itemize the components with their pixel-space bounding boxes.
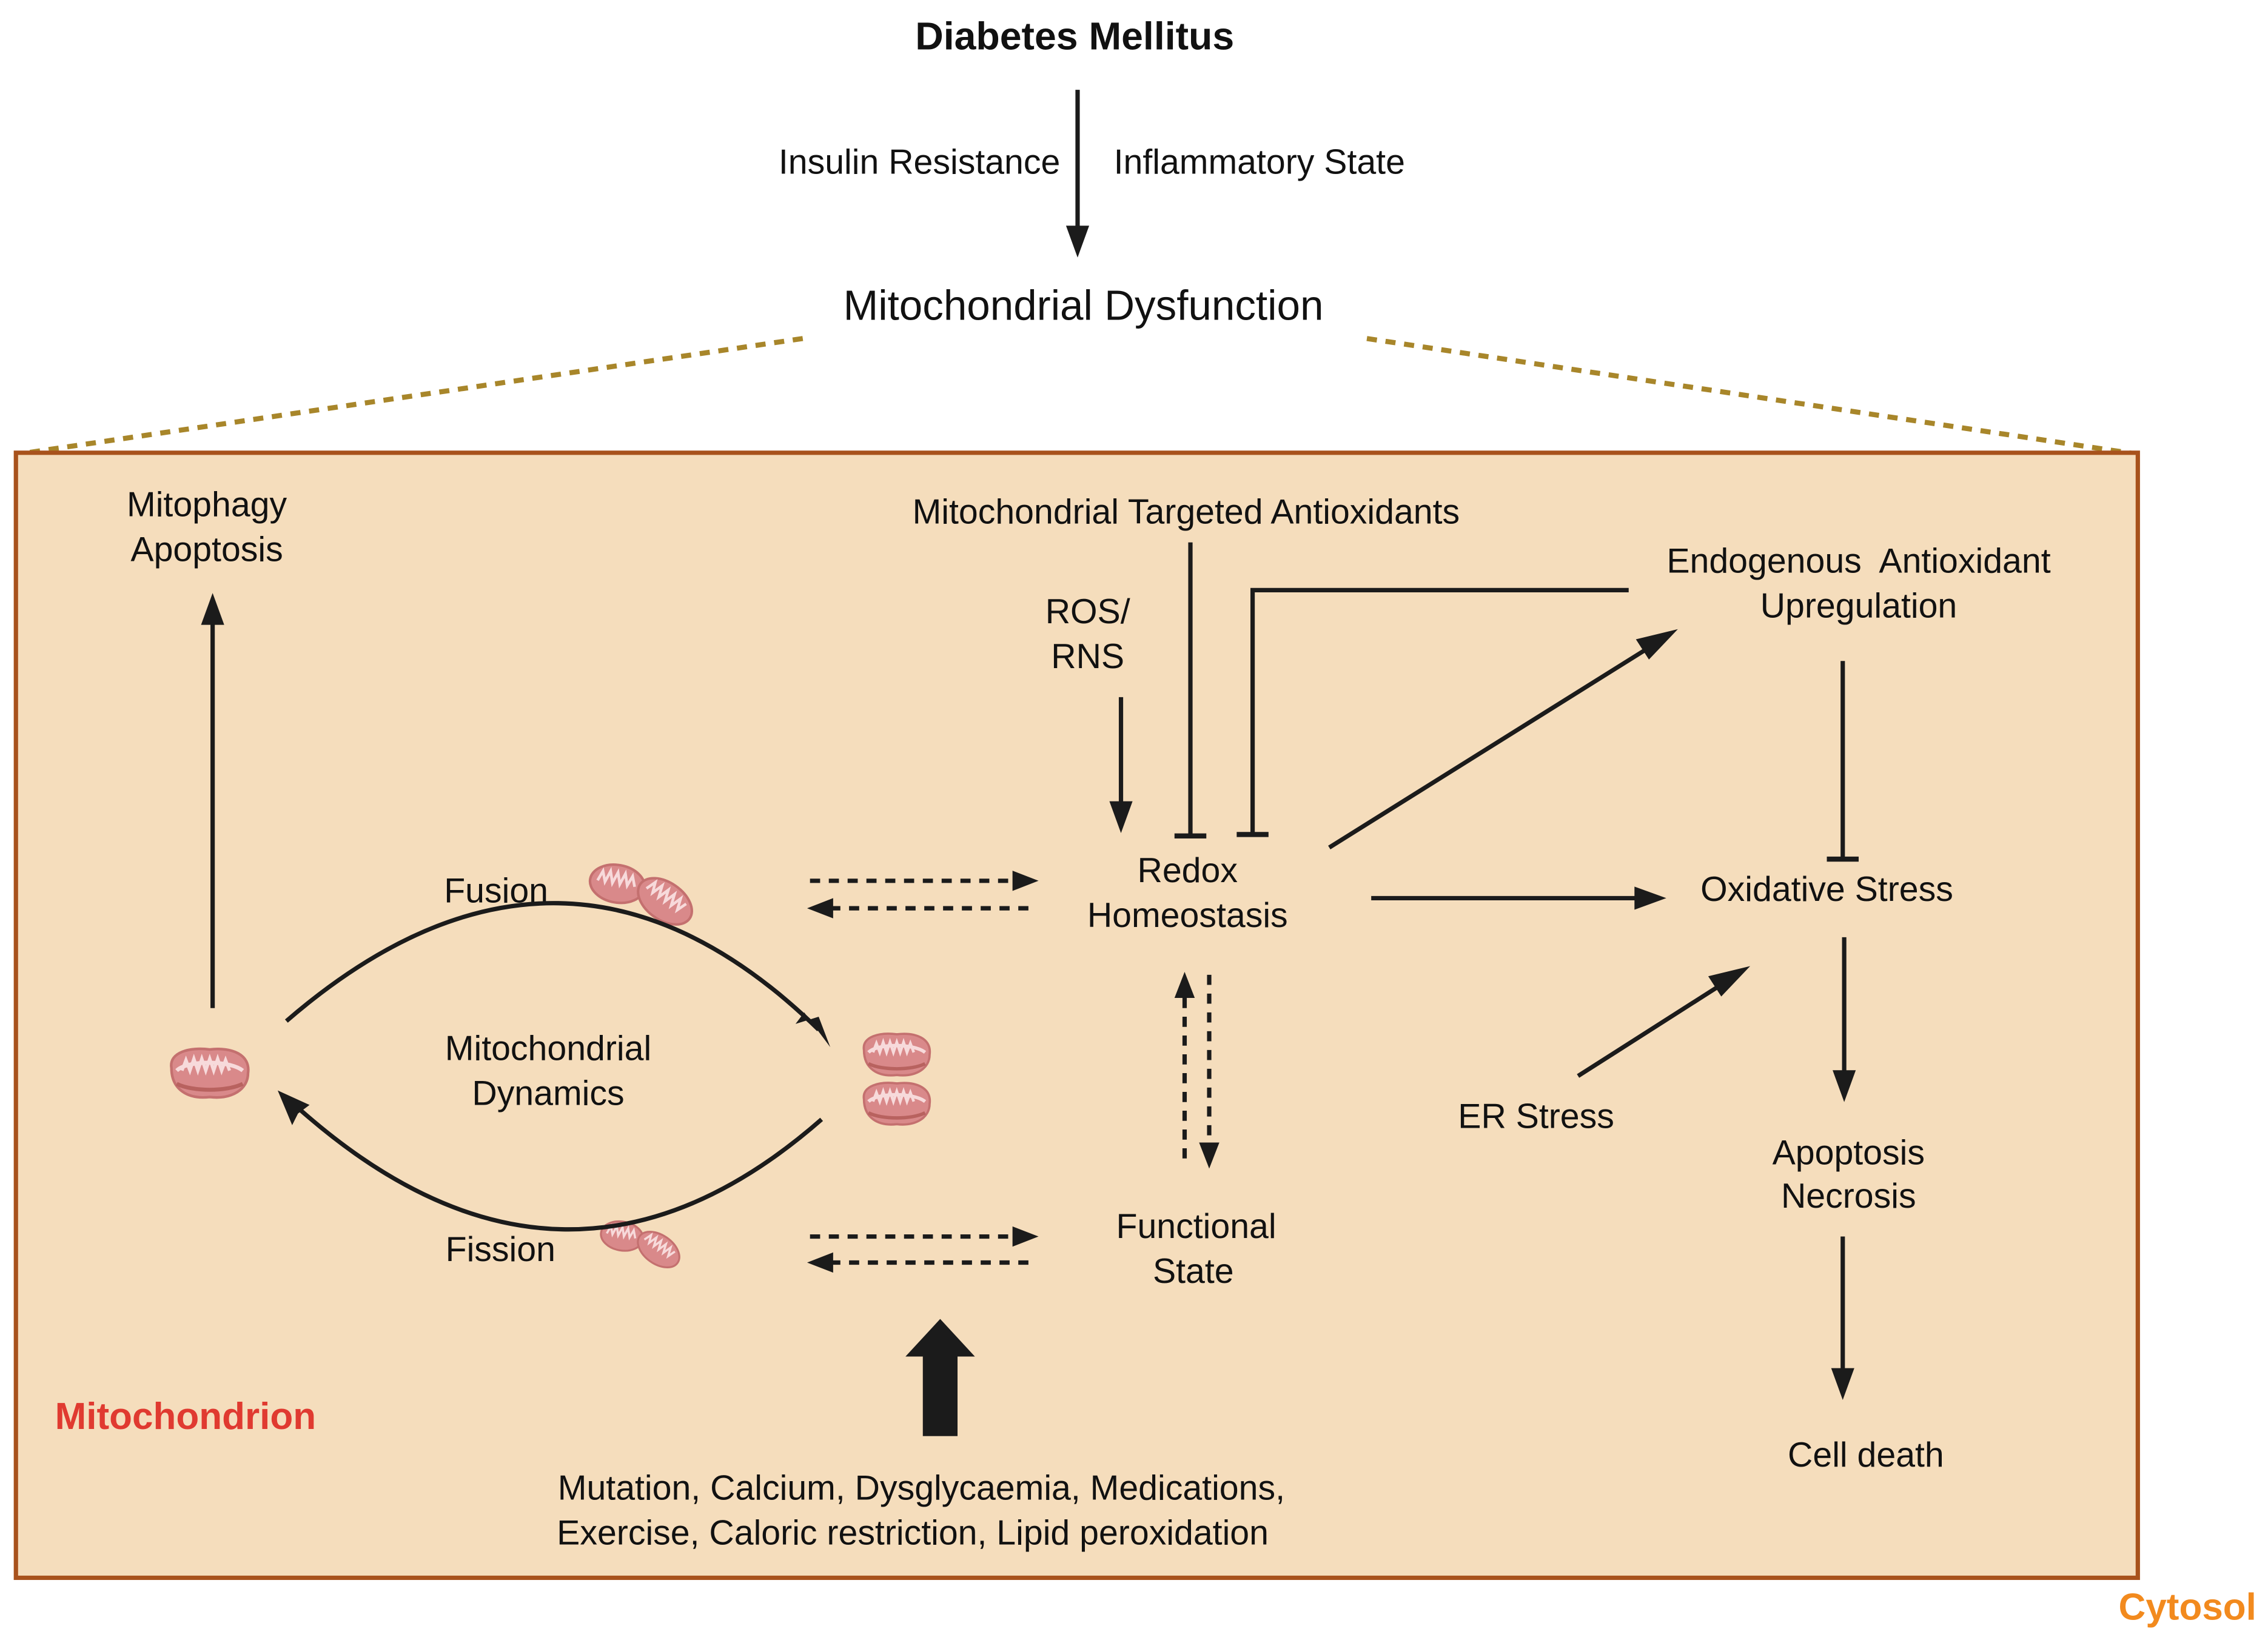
label-state: State <box>1153 1252 1234 1291</box>
strong-arrow-shaft <box>922 1352 958 1436</box>
title-diabetes-mellitus: Diabetes Mellitus <box>915 14 1234 58</box>
label-cell-death: Cell death <box>1788 1436 1944 1474</box>
arrowhead-icon <box>1065 226 1090 258</box>
arrow-fission-arc <box>296 1106 824 1232</box>
arrowhead-icon <box>1636 629 1678 660</box>
label-modulators-line-2: Exercise, Caloric restriction, Lipid per… <box>557 1514 1269 1553</box>
label-necrosis: Necrosis <box>1781 1177 1916 1216</box>
label-endogenous-antioxidant: Endogenous Antioxidant <box>1666 542 2050 581</box>
label-mitochondrial-dysfunction: Mitochondrial Dysfunction <box>844 281 1324 329</box>
arrowhead-icon <box>201 593 224 625</box>
zoom-dash-right <box>1366 336 2138 457</box>
label-er-stress: ER Stress <box>1458 1097 1614 1136</box>
arrowhead-icon <box>1831 1368 1854 1400</box>
arrowhead-icon <box>1012 871 1039 891</box>
label-apoptosis: Apoptosis <box>1773 1133 1925 1172</box>
label-cytosol: Cytosol <box>2119 1587 2256 1628</box>
arrowhead-icon <box>807 1252 833 1273</box>
label-fission: Fission <box>446 1230 555 1269</box>
arrowhead-icon <box>1833 1070 1856 1102</box>
label-insulin-resistance: Insulin Resistance <box>779 142 1060 181</box>
label-redox: Redox <box>1138 851 1238 890</box>
arrowhead-icon <box>277 1090 310 1125</box>
arrow-redox-to-endogenous <box>1328 640 1659 849</box>
arrowhead-icon <box>1634 886 1666 910</box>
strong-arrowhead-icon <box>905 1319 975 1357</box>
label-dynamics: Dynamics <box>472 1074 624 1113</box>
arrow-fusion-arc <box>284 901 820 1032</box>
arrowhead-icon <box>1109 801 1133 834</box>
arrowhead-icon <box>1199 1142 1220 1169</box>
zoom-dash-left <box>17 336 804 457</box>
inhibit-endogenous-to-redox <box>1250 587 1629 835</box>
label-rns: RNS <box>1051 637 1124 676</box>
arrowhead-icon <box>1174 972 1195 998</box>
label-mitochondrion: Mitochondrion <box>55 1396 316 1437</box>
arrowhead-icon <box>1708 966 1751 997</box>
mitochondrion-fused-bottom-icon <box>864 1083 930 1125</box>
label-mitophagy: Mitophagy <box>127 486 287 524</box>
arrowhead-icon <box>795 1012 831 1048</box>
mitochondrion-compartment <box>13 450 2140 1581</box>
label-inflammatory-state: Inflammatory State <box>1114 142 1405 181</box>
arrowhead-icon <box>1012 1226 1039 1247</box>
label-targeted-antioxidants: Mitochondrial Targeted Antioxidants <box>913 493 1460 532</box>
label-apoptosis-mito: Apoptosis <box>130 530 283 569</box>
mitochondrion-single-icon <box>171 1049 248 1097</box>
mitochondrion-fused-top-icon <box>864 1034 930 1076</box>
label-oxidative-stress: Oxidative Stress <box>1700 870 1953 909</box>
arrow-er-to-oxidative <box>1577 977 1731 1078</box>
label-mitochondrial: Mitochondrial <box>445 1029 651 1068</box>
arrowhead-icon <box>807 898 833 919</box>
label-modulators-line-1: Mutation, Calcium, Dysglycaemia, Medicat… <box>558 1469 1285 1508</box>
label-homeostasis: Homeostasis <box>1087 896 1288 935</box>
label-upregulation: Upregulation <box>1760 587 1958 626</box>
label-functional: Functional <box>1116 1207 1277 1246</box>
label-ros: ROS/ <box>1045 592 1130 631</box>
